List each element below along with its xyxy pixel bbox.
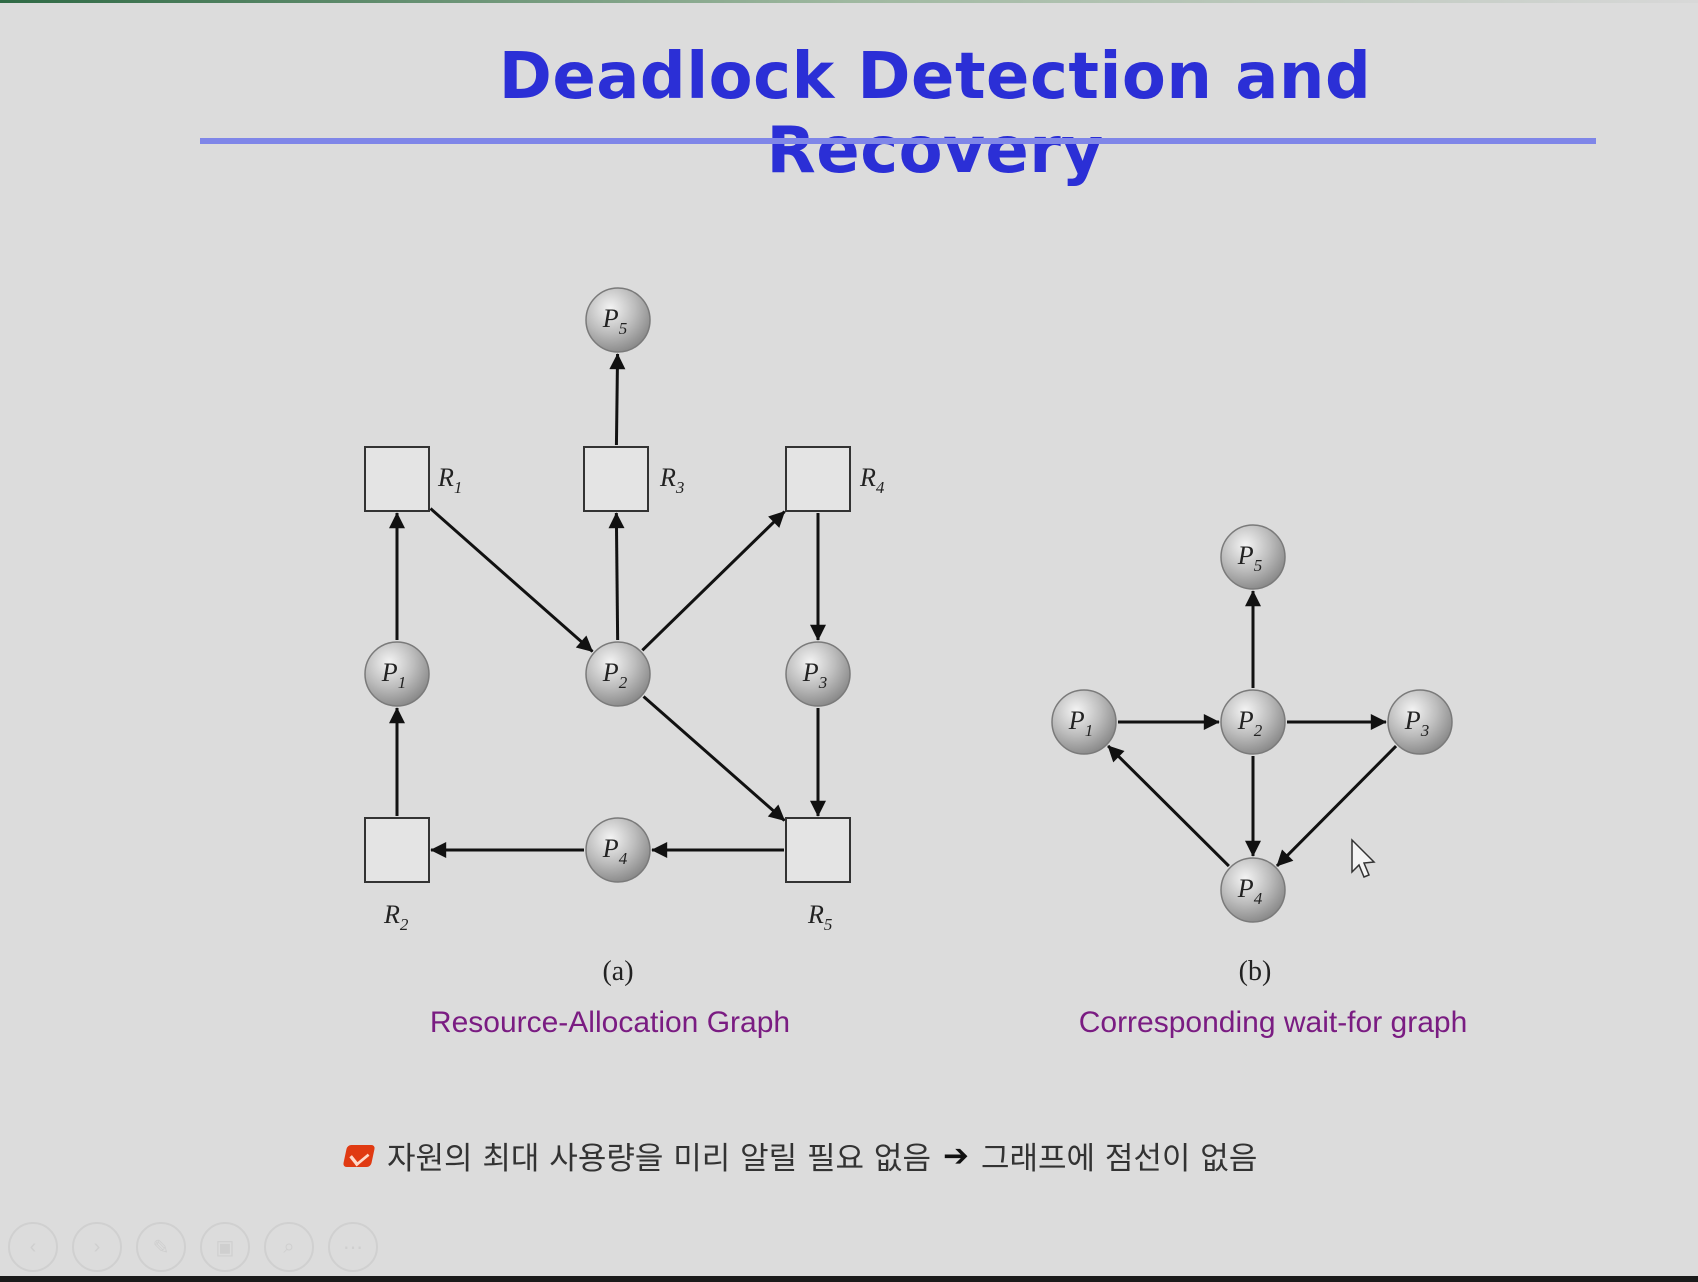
panel-a-letter: (a) [602, 956, 633, 987]
chevron-left-icon: ‹ [29, 1235, 37, 1258]
graph-b-process-p3 [1387, 689, 1453, 755]
graph-b-p5-label-main: P [1237, 541, 1254, 570]
graph-a-p5-label-main: P [602, 304, 619, 333]
graph-b-p4-label-main: P [1237, 874, 1254, 903]
graph-a-resource-r3 [583, 446, 649, 512]
graph-a-p2-label: P2 [602, 658, 628, 692]
graph-a-edge-r1-to-p2 [429, 507, 594, 653]
graph-b-p1-label-main: P [1068, 706, 1085, 735]
bullet-icon [342, 1144, 376, 1167]
graph-b-p2-label: P2 [1237, 706, 1263, 740]
graph-a-p1-label-sub: 1 [398, 673, 407, 692]
graph-b-edges [1107, 590, 1398, 868]
graph-a-res-r2-label-main: R [383, 900, 400, 929]
graph-a-p5-label-sub: 5 [619, 319, 628, 338]
graph-a-resource-r4 [785, 446, 851, 512]
graph-a-p4-label: P4 [602, 834, 628, 868]
graph-b-process-p2 [1220, 689, 1286, 755]
graph-a-resource-r5 [785, 817, 851, 883]
graph-b-edge-p4-to-p1 [1107, 744, 1230, 868]
graph-b-p1-label-sub: 1 [1085, 721, 1094, 740]
graph-a-process-p1 [364, 641, 430, 707]
mouse-cursor-icon [1351, 838, 1376, 878]
right-arrow-icon: ➔ [942, 1137, 969, 1174]
graph-a-edge-r3-to-p5 [609, 353, 626, 446]
graph-a-res-r2-label-sub: 2 [400, 915, 409, 934]
slideshow-toolbar: ‹ › ✎ ▣ ⌕ ⋯ [8, 1222, 378, 1272]
search-icon: ⌕ [283, 1235, 295, 1258]
pen-icon: ✎ [152, 1236, 170, 1259]
graph-b-process-p1 [1051, 689, 1117, 755]
graph-a-res-r3-label-main: R [659, 463, 676, 492]
window-top-bar [0, 0, 1698, 3]
chevron-right-icon: › [93, 1235, 101, 1258]
graph-a-res-r1-label-main: R [437, 463, 454, 492]
graph-b-p3-label-main: P [1404, 706, 1421, 735]
next-slide-button[interactable]: › [72, 1222, 122, 1272]
pen-tool-button[interactable]: ✎ [136, 1222, 186, 1272]
graph-a-resource-r1 [364, 446, 430, 512]
bullet-note: 자원의 최대 사용량을 미리 알릴 필요 없음 ➔ 그래프에 점선이 없음 [342, 1133, 1258, 1178]
graph-b-p2-label-main: P [1237, 706, 1254, 735]
graph-a-res-r5-label-main: R [807, 900, 824, 929]
graph-b-p4-label-sub: 4 [1254, 889, 1263, 908]
graph-a-p1-label: P1 [381, 658, 406, 692]
graph-a-p3-label-sub: 3 [818, 673, 828, 692]
graph-b-p3-label: P3 [1404, 706, 1429, 740]
panel-b-letter: (b) [1239, 956, 1272, 987]
graph-b-p2-label-sub: 2 [1254, 721, 1263, 740]
graph-a-p1-label-main: P [381, 658, 398, 687]
graph-b-edge-p3-to-p4 [1275, 745, 1398, 867]
graph-b-p4-label: P4 [1237, 874, 1263, 908]
graph-b-process-p5 [1220, 524, 1286, 590]
graph-a-res-r1-label-sub: 1 [454, 478, 463, 497]
more-icon: ⋯ [343, 1236, 363, 1259]
title-underline [200, 138, 1596, 144]
graph-b-p5-label-sub: 5 [1254, 556, 1263, 575]
graph-b-p3-label-sub: 3 [1420, 721, 1430, 740]
panel-a-caption: Resource-Allocation Graph [430, 1006, 790, 1039]
graph-a-p2-label-sub: 2 [619, 673, 628, 692]
prev-slide-button[interactable]: ‹ [8, 1222, 58, 1272]
graph-a-edge-p2-to-r3 [608, 512, 625, 641]
slides-icon: ▣ [215, 1236, 235, 1259]
note-text: 자원의 최대 사용량을 미리 알릴 필요 없음 [387, 1141, 931, 1177]
graph-b-p5-label: P5 [1237, 541, 1262, 575]
graph-a-process-p2 [585, 641, 651, 707]
graph-a-p4-label-main: P [602, 834, 619, 863]
zoom-button[interactable]: ⌕ [264, 1222, 314, 1272]
more-options-button[interactable]: ⋯ [328, 1222, 378, 1272]
graph-a-p3-label-main: P [802, 658, 819, 687]
slide-sorter-button[interactable]: ▣ [200, 1222, 250, 1272]
graph-a-p4-label-sub: 4 [619, 849, 628, 868]
graph-a-process-p3 [785, 641, 851, 707]
graph-a-edge-p2-to-r5 [642, 695, 786, 822]
window-bottom-bar [0, 1276, 1698, 1282]
graph-a-edges [389, 353, 826, 858]
graph-a-process-p5 [585, 287, 651, 353]
graph-a-res-r4-label-main: R [859, 463, 876, 492]
graph-a-res-r3-label-sub: 3 [675, 478, 685, 497]
graph-a-res-r4-label-sub: 4 [876, 478, 885, 497]
graph-a-p5-label: P5 [602, 304, 627, 338]
graph-b-p1-label: P1 [1068, 706, 1093, 740]
slide-title: Deadlock Detection and Recovery [498, 40, 1372, 188]
graph-a-res-r3-label: R3 [659, 463, 684, 497]
graph-a-res-r5-label: R5 [807, 900, 832, 934]
graph-a-res-r2-label: R2 [383, 900, 409, 934]
graph-a-res-r5-label-sub: 5 [824, 915, 833, 934]
note-result: 그래프에 점선이 없음 [980, 1141, 1258, 1177]
graph-a-res-r4-label: R4 [859, 463, 885, 497]
graph-a-p3-label: P3 [802, 658, 827, 692]
graph-a-res-r1-label: R1 [437, 463, 462, 497]
graph-a-process-p4 [585, 817, 651, 883]
panel-b-caption: Corresponding wait-for graph [1079, 1006, 1468, 1039]
graph-a-edge-p2-to-r4 [641, 510, 786, 652]
graph-a-resource-r2 [364, 817, 430, 883]
graph-a-p2-label-main: P [602, 658, 619, 687]
graph-b-process-p4 [1220, 857, 1286, 923]
